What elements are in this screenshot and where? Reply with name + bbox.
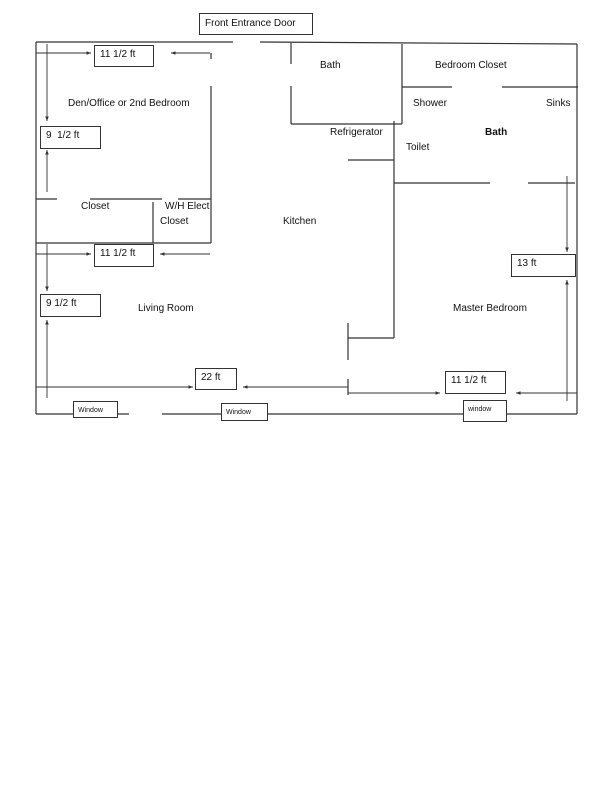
room-label-kitchen: Kitchen	[283, 216, 317, 227]
room-label-wh-closet: Closet	[160, 216, 189, 227]
room-label-wh-elect: W/H Elect	[165, 201, 210, 212]
room-label-refrigerator: Refrigerator	[330, 127, 383, 138]
room-label-shower: Shower	[413, 98, 447, 109]
dimension-living-width: 11 1/2 ft	[94, 244, 154, 267]
dimension-master-width: 11 1/2 ft	[445, 371, 506, 394]
dimension-den-height: 9 1/2 ft	[40, 126, 101, 149]
room-label-bedroom-closet: Bedroom Closet	[435, 60, 507, 71]
room-label-living-room: Living Room	[138, 303, 194, 314]
room-label-bath: Bath	[320, 60, 341, 71]
room-label-master-bedroom: Master Bedroom	[453, 303, 527, 314]
wall-top-right	[259, 41, 578, 45]
room-label-master-bath: Bath	[485, 127, 508, 138]
front-entrance-door-label: Front Entrance Door	[199, 13, 313, 35]
room-label-toilet: Toilet	[406, 142, 430, 153]
window-3: window	[463, 400, 507, 422]
dimension-master-height: 13 ft	[511, 254, 576, 277]
room-label-den: Den/Office or 2nd Bedroom	[68, 98, 190, 109]
window-1: Window	[73, 401, 118, 418]
window-2: Window	[221, 403, 268, 421]
room-label-sinks: Sinks	[546, 98, 571, 109]
dimension-living-height: 9 1/2 ft	[40, 294, 101, 317]
dimension-den-width: 11 1/2 ft	[94, 45, 154, 67]
dimension-total-width: 22 ft	[195, 368, 237, 390]
room-label-closet: Closet	[81, 201, 110, 212]
